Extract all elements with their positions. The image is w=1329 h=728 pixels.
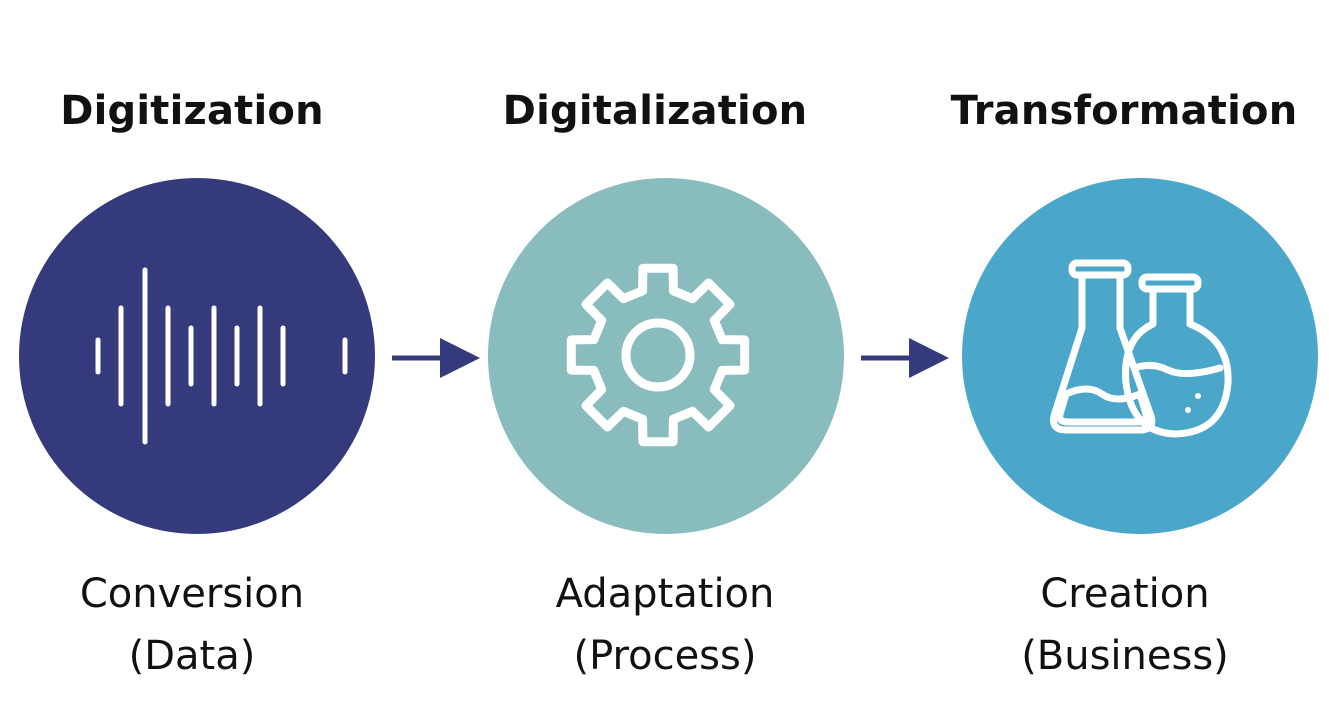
- stage-title-digitization: Digitization: [60, 88, 324, 134]
- transformation-circle: [962, 178, 1318, 534]
- flasks-icon: [1050, 259, 1232, 438]
- digitization-circle: [19, 178, 375, 534]
- stage-caption-digitization: Conversion: [79, 571, 305, 617]
- stage-caption-digitalization: Adaptation: [555, 571, 775, 617]
- digitalization-circle: [488, 178, 844, 534]
- stage-subcaption-digitalization: (Process): [573, 633, 757, 679]
- stage-subcaption-transformation: (Business): [1021, 633, 1229, 679]
- stage-caption-transformation: Creation: [1040, 571, 1210, 617]
- gear-icon: [566, 263, 750, 447]
- stage-title-digitalization: Digitalization: [502, 88, 808, 134]
- sound-wave-icon: [95, 267, 348, 445]
- stage-title-transformation: Transformation: [950, 88, 1298, 134]
- arrow-right-icon: [392, 338, 480, 378]
- arrow-right-icon: [861, 338, 949, 378]
- stage-subcaption-digitization: (Data): [128, 633, 256, 679]
